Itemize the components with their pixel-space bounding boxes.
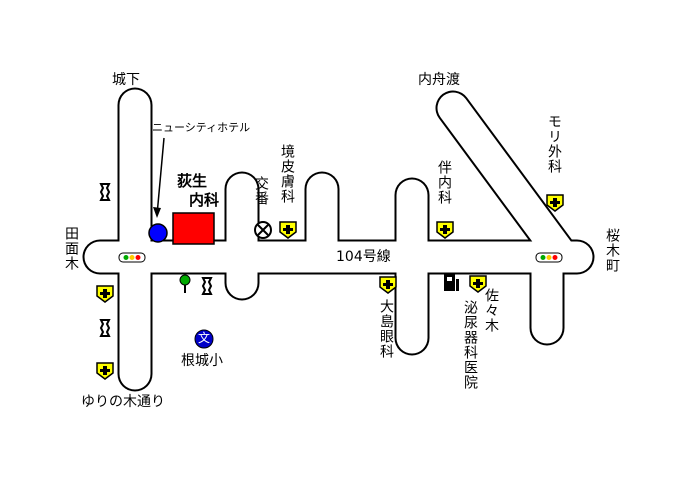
shrine-icon [100,183,110,201]
police-box-icon [254,221,272,239]
label-hannai: 伴内科 [436,160,452,205]
label-sasaki-uro-long: 泌尿器科医院 [462,300,478,390]
label-sakuragi: 桜木町 [604,228,620,273]
label-route-104: 104号線 [336,249,391,265]
hospital-cross-icon [279,221,297,239]
label-uchifunato: 内舟渡 [418,72,460,88]
label-oshima-eye: 大島眼科 [378,299,394,359]
label-nejo-school: 根城小 [181,353,223,369]
ogyu-clinic-marker [172,212,215,245]
shrine-icon [202,277,212,295]
gas-station-icon [444,274,459,291]
label-joka: 城下 [112,72,140,88]
traffic-light-icon [535,252,563,263]
label-new-city-hotel: ニューシティホテル [152,121,251,134]
hotel-marker [148,223,168,243]
hospital-cross-icon [96,362,114,380]
label-sakai-derm: 境皮膚科 [279,144,295,204]
hospital-cross-icon [546,194,564,212]
label-clinic-line2: 内科 [189,191,220,209]
label-mori-geka: モリ外科 [546,114,562,174]
hotel-pointer-arrow [153,137,165,218]
hospital-cross-icon [96,285,114,303]
label-yurinoki: ゆりの木通り [81,394,165,410]
school-marker [194,329,214,349]
hospital-cross-icon [436,221,454,239]
tree-icon [179,274,191,293]
traffic-light-icon [118,252,146,263]
shrine-icon [100,319,110,337]
label-tanomogi: 田面木 [63,226,79,271]
school-symbol: 文 [198,331,211,345]
label-sasaki-uro-short: 佐々木 [483,288,499,333]
hospital-cross-icon [379,276,397,294]
label-koban: 交番 [253,176,269,206]
label-clinic-line1: 荻生 [177,172,208,190]
